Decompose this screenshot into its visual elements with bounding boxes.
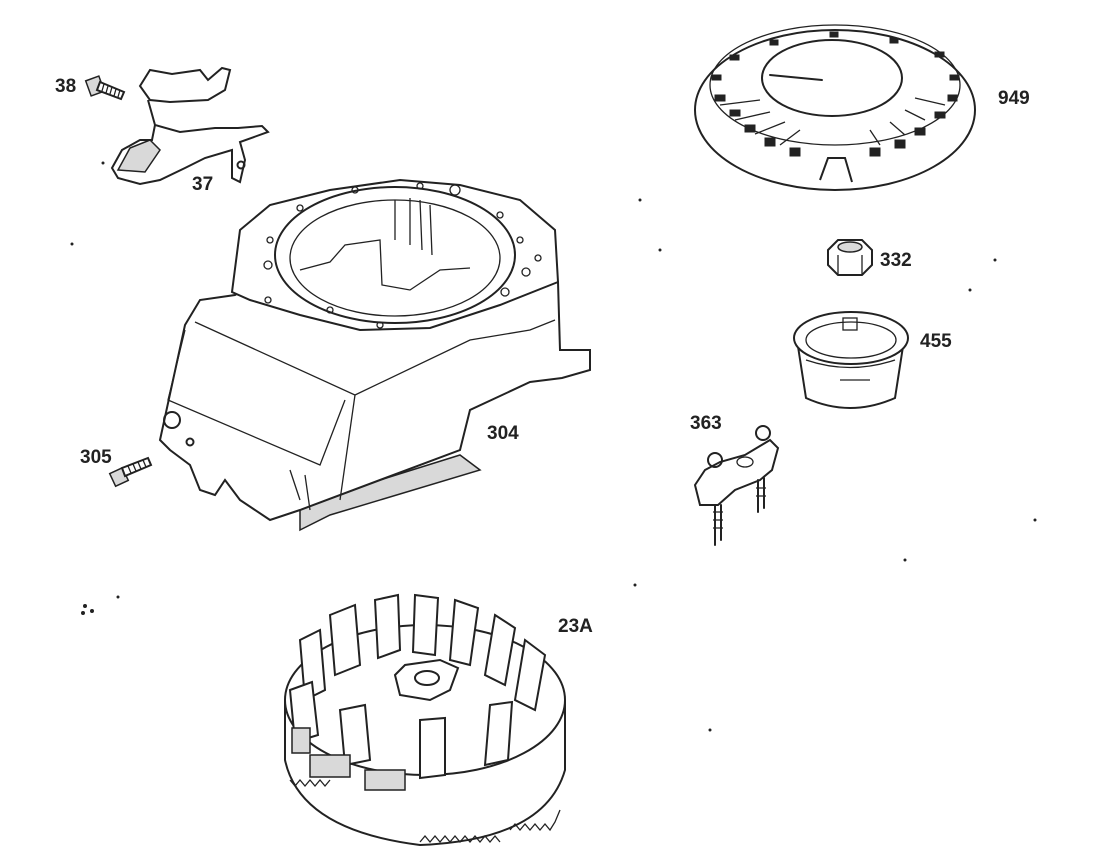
part-label-304: 304 xyxy=(487,423,519,444)
part-label-332: 332 xyxy=(880,250,912,271)
rotating-screen-949-drawing xyxy=(694,24,976,191)
part-label-363: 363 xyxy=(690,413,722,434)
bracket-37-drawing xyxy=(110,66,270,186)
nut-332-drawing xyxy=(827,239,873,276)
part-label-38: 38 xyxy=(55,76,77,97)
screw-38-drawing xyxy=(84,75,126,101)
part-label-23a: 23A xyxy=(558,616,593,637)
part-label-305: 305 xyxy=(80,447,112,468)
screw-305-drawing xyxy=(108,456,153,488)
stray-marks xyxy=(70,161,1037,732)
bracket-363-drawing xyxy=(693,425,780,546)
part-label-949: 949 xyxy=(998,88,1030,109)
starter-cup-455-drawing xyxy=(793,311,909,409)
part-label-455: 455 xyxy=(920,331,952,352)
flywheel-23a-drawing xyxy=(284,593,566,847)
blower-housing-304-drawing xyxy=(158,178,591,532)
part-label-37: 37 xyxy=(192,174,214,195)
